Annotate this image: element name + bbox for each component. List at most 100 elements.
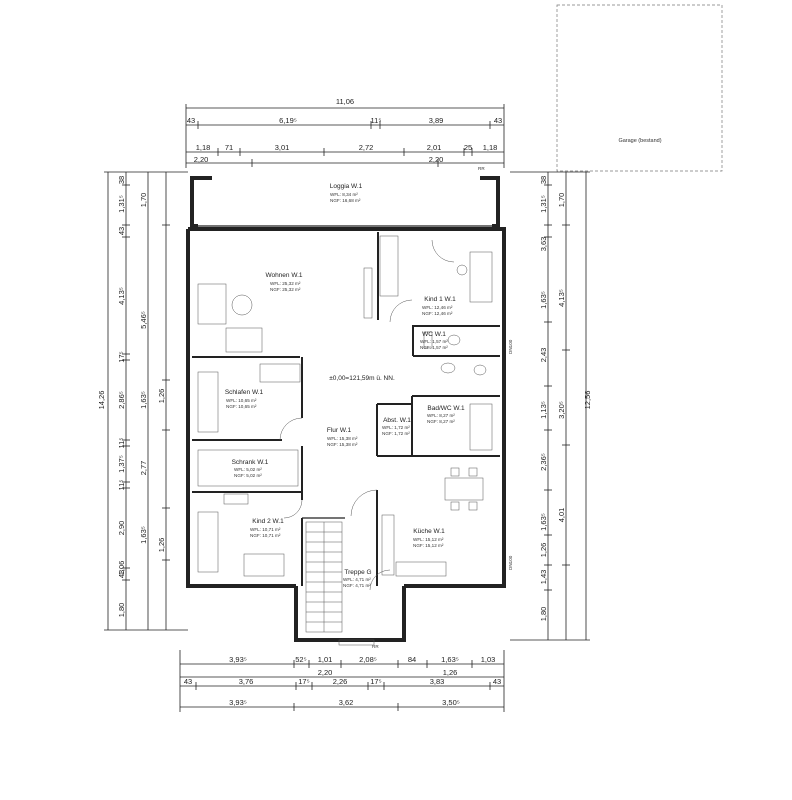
room-wfl: WFL: 10,65 m²: [226, 398, 257, 403]
room-name: Treppe G: [344, 569, 371, 576]
level-annotation: ±0,00=121,59m ü. NN.: [329, 375, 395, 382]
dn-label-upper: DN100: [508, 339, 513, 354]
room-name: Küche W.1: [413, 528, 445, 535]
dim-top-r3: 2,20: [429, 155, 444, 164]
dim-left-c3: 1,26: [157, 538, 166, 553]
dim-left-c1: 2,86⁵: [117, 391, 126, 409]
dim-top-r1: 6,19⁵: [279, 116, 297, 125]
garage-outline: [556, 4, 723, 172]
room-wfl: WFL: 1,72 m²: [382, 425, 410, 430]
rr-label-bottom: RR: [372, 644, 379, 649]
exterior-walls: [186, 176, 506, 646]
dim-bottom-r1: 2,08⁵: [359, 655, 377, 664]
dim-bottom-r2: 3,83: [430, 677, 445, 686]
dim-top-r2: 1,18: [196, 143, 211, 152]
dim-right-c1: 1,31⁵: [539, 195, 548, 213]
room-ngf: NGF: 1,72 m²: [382, 431, 410, 436]
dim-bottom-r2a: 1,26: [443, 668, 458, 677]
dim-left-c1: 2,90: [117, 521, 126, 536]
dim-left-c1: 1,06: [117, 561, 126, 576]
dim-left-c1: 1,31⁵: [117, 195, 126, 213]
dim-left-outer: 14,26: [97, 391, 106, 410]
dim-top-overall: 11,06: [336, 97, 354, 106]
dim-left-c2: 1,70: [139, 193, 148, 208]
staircase: [305, 521, 343, 633]
dim-top-r1: 3,89: [429, 116, 444, 125]
bottom-dimension-lines: [179, 650, 505, 712]
room-name: Loggia W.1: [330, 183, 363, 190]
dim-left-c1: 4,13⁵: [117, 287, 126, 305]
room-ngf: NGF: 10,65 m²: [226, 404, 257, 409]
room-ngf: NGF: 1,57 m²: [420, 345, 448, 350]
room-bad: Bad/WC W.1 WFL: 8,27 m² NGF: 8,27 m²: [427, 405, 465, 424]
dim-right-c1: 38: [539, 176, 548, 184]
room-wfl: WFL: 15,38 m²: [327, 436, 358, 441]
room-wfl: WFL: 1,57 m²: [420, 339, 448, 344]
dim-right-c2: 3,20⁵: [557, 401, 566, 419]
dim-bottom-r1: 3,93⁵: [229, 655, 247, 664]
dim-right-c1: 3,63: [539, 237, 548, 252]
dim-bottom-r3: 3,93⁵: [229, 698, 247, 707]
dim-top-r2: 25: [464, 143, 472, 152]
room-wfl: WFL: 25,32 m²: [270, 281, 301, 286]
dim-top-r2: 1,18: [483, 143, 498, 152]
left-dimension-lines: [104, 171, 188, 631]
dim-right-c1: 1,63⁵: [539, 513, 548, 531]
dim-right-c1: 1,43: [539, 570, 548, 585]
room-ngf: NGF: 12,46 m²: [422, 311, 453, 316]
room-wfl: WFL: 8,27 m²: [427, 413, 455, 418]
room-wfl: WFL: 8,34 m²: [330, 192, 358, 197]
dim-right-c1: 1,13⁵: [539, 401, 548, 419]
dim-right-c1: 1,26: [539, 543, 548, 558]
dim-top-r2: 2,72: [359, 143, 374, 152]
dim-bottom-r2: 17⁵: [370, 677, 381, 686]
dim-bottom-r2: 43: [493, 677, 501, 686]
right-dimension-lines: [510, 171, 590, 641]
room-abst: Abst. W.1 WFL: 1,72 m² NGF: 1,72 m²: [382, 417, 411, 436]
furniture: [197, 235, 493, 577]
dim-bottom-r1: 52⁵: [295, 655, 306, 664]
room-name: Kind 2 W.1: [252, 518, 284, 525]
room-wohnen: Wohnen W.1 WFL: 25,32 m² NGF: 25,32 m²: [265, 272, 302, 292]
room-ngf: NGF: 15,38 m²: [327, 442, 358, 447]
dim-top-r2: 3,01: [275, 143, 290, 152]
dim-left-c1: 1,80: [117, 603, 126, 618]
dn-label-lower: DN100: [508, 555, 513, 570]
dim-right-c1: 2,36⁵: [539, 453, 548, 471]
room-schlafen: Schlafen W.1 WFL: 10,65 m² NGF: 10,65 m²: [225, 389, 264, 409]
dim-left-c1: 43: [117, 227, 126, 235]
room-name: WC W.1: [422, 331, 446, 338]
dim-bottom-r1: 84: [408, 655, 416, 664]
room-wfl: WFL: 5,02 m²: [234, 467, 262, 472]
dim-left-c1: 38: [117, 176, 126, 184]
room-name: Schrank W.1: [232, 459, 269, 466]
room-wc: WC W.1 WFL: 1,57 m² NGF: 1,57 m²: [420, 331, 448, 350]
dim-left-c2: 5,46⁵: [139, 311, 148, 329]
dim-bottom-r2: 17⁵: [298, 677, 309, 686]
dim-left-c2: 2,77: [139, 461, 148, 476]
room-wfl: WFL: 15,12 m²: [413, 537, 444, 542]
dim-right-c2: 4,13⁵: [557, 289, 566, 307]
dim-top-r2: 2,01: [427, 143, 442, 152]
dim-bottom-r3: 3,50⁵: [442, 698, 460, 707]
dim-left-c1: 11⁵: [117, 438, 126, 449]
dim-left-c1: 1,37⁵: [117, 455, 126, 473]
room-ngf: NGF: 25,32 m²: [270, 287, 301, 292]
dim-top-r1: 11⁵: [371, 116, 382, 125]
garage-label: Garage (bestand): [618, 138, 661, 144]
room-treppe: Treppe G WFL: 4,71 m² NGF: 4,71 m²: [343, 569, 372, 588]
room-kueche: Küche W.1 WFL: 15,12 m² NGF: 15,12 m²: [413, 528, 445, 548]
room-name: Wohnen W.1: [265, 272, 302, 279]
room-ngf: NGF: 4,71 m²: [343, 583, 371, 588]
dim-top-r2: 71: [225, 143, 233, 152]
interior-walls: [192, 232, 500, 586]
dim-right-c1: 1,80: [539, 607, 548, 622]
room-name: Bad/WC W.1: [427, 405, 465, 412]
dim-left-c1: 11⁵: [117, 480, 126, 491]
room-wfl: WFL: 12,46 m²: [422, 305, 453, 310]
dim-right-c1: 2,43: [539, 348, 548, 363]
room-flur: Flur W.1 WFL: 15,38 m² NGF: 15,38 m²: [327, 427, 358, 447]
dim-bottom-r2: 43: [184, 677, 192, 686]
dim-top-r1: 43: [187, 116, 195, 125]
